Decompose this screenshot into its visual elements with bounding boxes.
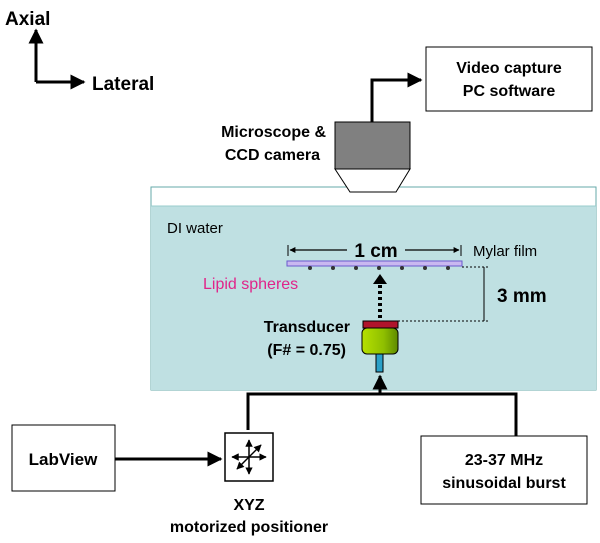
burst-generator-box: 23-37 MHz sinusoidal burst	[420, 435, 588, 505]
camera-body	[334, 121, 411, 170]
lipid-sphere	[308, 266, 312, 270]
burst-line2: sinusoidal burst	[442, 475, 566, 492]
transducer-line2: (F# = 0.75)	[267, 342, 346, 359]
water-body	[151, 206, 596, 390]
positioner-line1: XYZ	[233, 497, 264, 514]
lateral-label: Lateral	[92, 74, 154, 95]
microscope-line2: CCD camera	[225, 147, 320, 164]
transducer-line1: Transducer	[264, 319, 350, 336]
video-capture-frame	[425, 46, 593, 112]
axis-indicator: Axial Lateral	[5, 9, 154, 95]
mylar-film	[286, 260, 463, 267]
burst-line1: 23-37 MHz	[465, 452, 543, 469]
cable-bus	[246, 392, 518, 436]
transducer-body	[361, 327, 399, 355]
mylar-film-group: 1 cm Mylar film	[286, 241, 537, 270]
gap-label: 3 mm	[497, 286, 547, 307]
lipid-sphere	[354, 266, 358, 270]
xyz-positioner: XYZ motorized positioner	[170, 432, 328, 536]
film-width-label: 1 cm	[354, 241, 397, 262]
video-capture-line2: PC software	[463, 83, 556, 100]
water-label: DI water	[167, 220, 223, 237]
labview-frame	[11, 424, 116, 492]
water-tank: DI water	[150, 186, 597, 391]
gap-dimension: 3 mm	[398, 266, 547, 322]
camera-to-pc-arrow	[370, 72, 423, 122]
lipid-sphere	[331, 266, 335, 270]
lipid-sphere	[423, 266, 427, 270]
transducer: Transducer (F# = 0.75)	[264, 319, 399, 373]
beam-arrowhead	[373, 274, 387, 284]
film-label: Mylar film	[473, 243, 537, 260]
axial-label: Axial	[5, 9, 50, 30]
video-capture-box: Video capture PC software	[425, 46, 593, 112]
video-capture-line1: Video capture	[456, 60, 562, 77]
transducer-face	[362, 320, 399, 329]
positioner-icon	[231, 439, 267, 475]
lipid-sphere-dots	[308, 266, 450, 270]
lipid-sphere	[446, 266, 450, 270]
positioner-line2: motorized positioner	[170, 519, 328, 536]
microscope-camera: Microscope & CCD camera	[221, 121, 411, 193]
lipid-sphere	[377, 266, 381, 270]
lipid-spheres-label: Lipid spheres	[203, 276, 298, 293]
burst-frame	[420, 435, 588, 505]
microscope-line1: Microscope &	[221, 124, 326, 141]
lipid-sphere	[400, 266, 404, 270]
transducer-stem	[375, 353, 384, 373]
labview-box: LabView	[11, 424, 116, 492]
microscope-objective	[334, 168, 411, 193]
labview-label: LabView	[29, 450, 98, 469]
